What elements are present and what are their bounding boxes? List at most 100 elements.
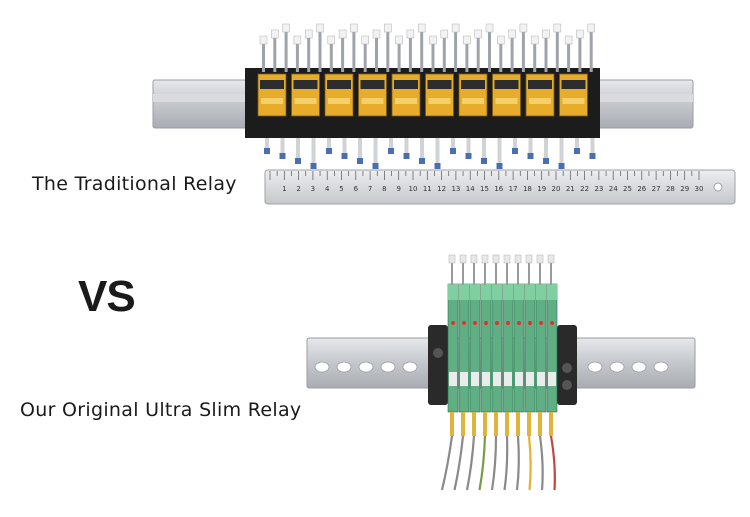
ruler-number: 17: [509, 185, 518, 193]
ruler-number: 20: [552, 185, 561, 193]
top-wire-marker: [429, 35, 437, 45]
traditional-relay-label: The Traditional Relay: [32, 173, 237, 195]
slim-bottom-ferrule: [494, 412, 498, 436]
slim-relay-led: [506, 321, 510, 325]
ruler-number: 6: [354, 185, 359, 193]
ruler-number: 23: [594, 185, 603, 193]
top-wire: [329, 42, 333, 72]
bottom-wire-tip: [465, 153, 472, 159]
slim-relay-cap: [503, 284, 513, 300]
slim-bottom-ferrule: [549, 412, 553, 436]
slim-relay-label: [504, 372, 512, 386]
top-wire-marker: [576, 29, 584, 39]
top-wire: [318, 30, 322, 72]
din-rail-slots: [314, 361, 669, 373]
slim-bottom-wire: [465, 435, 476, 491]
top-wire: [578, 36, 582, 72]
top-wire: [521, 30, 525, 72]
slim-relay-module: [469, 283, 481, 413]
slim-top-marker: [503, 254, 511, 264]
bottom-wire: [544, 138, 548, 162]
slim-top-marker: [459, 254, 467, 264]
top-wire-marker: [474, 29, 482, 39]
top-wire: [499, 42, 503, 72]
ruler-number: 26: [637, 185, 646, 193]
top-wire: [420, 30, 424, 72]
bottom-wire: [404, 138, 409, 157]
bottom-wire: [482, 138, 486, 162]
ruler-number: 21: [566, 185, 575, 193]
top-wire: [476, 36, 480, 72]
vs-label: VS: [78, 272, 136, 321]
top-wire-marker: [497, 35, 505, 45]
top-wire-marker: [508, 29, 516, 39]
traditional-top-wires: [259, 23, 595, 72]
bottom-wire-tip: [434, 163, 441, 169]
ruler-number: 2: [296, 185, 300, 193]
top-wire-marker: [463, 35, 471, 45]
top-wire: [363, 42, 367, 72]
top-wire: [375, 36, 378, 72]
slim-relay-led: [473, 321, 477, 325]
bottom-wire: [373, 138, 378, 167]
bottom-wire: [528, 138, 533, 157]
ruler-body: [264, 169, 736, 205]
top-wire: [465, 42, 469, 72]
top-wire-marker: [395, 35, 403, 45]
top-wire: [307, 36, 311, 72]
slim-bottom-ferrule: [483, 412, 487, 436]
rail-slot: [314, 361, 330, 373]
relay-module-label-strip: [293, 80, 318, 89]
ruler-number: 24: [609, 185, 618, 193]
top-wire-marker: [553, 23, 562, 33]
bottom-wire: [575, 138, 579, 152]
clamp-screw-right-bottom: [562, 380, 572, 390]
bottom-wire-tip: [279, 153, 286, 159]
rail-slot: [609, 361, 625, 373]
slim-relay-led: [528, 321, 532, 325]
slim-relay-label: [471, 372, 479, 386]
slim-relay-module: [480, 283, 492, 413]
bottom-wire-tip: [527, 153, 534, 159]
bottom-wire: [451, 138, 455, 152]
top-wire: [284, 30, 288, 72]
slim-relay-label: [493, 372, 501, 386]
ruler-number: 19: [537, 185, 546, 193]
bottom-wire-tip: [419, 158, 425, 164]
bottom-wire-tip: [574, 148, 580, 154]
top-wire: [262, 42, 265, 72]
top-wire: [386, 30, 390, 72]
top-wire-marker: [350, 23, 358, 33]
relay-module-stripe: [294, 98, 317, 104]
top-wire-marker: [417, 23, 426, 33]
ruler-number: 12: [437, 185, 446, 193]
top-wire-marker: [316, 23, 324, 33]
rail-slot: [587, 361, 603, 373]
top-wire-marker: [519, 23, 528, 33]
ruler-ticks: [269, 171, 700, 180]
slim-relay-cap: [525, 284, 535, 300]
bottom-wire-tip: [341, 153, 348, 159]
slim-top-marker: [536, 254, 544, 264]
slim-relay-wires: [440, 254, 556, 491]
slim-bottom-ferrule: [472, 412, 476, 436]
slim-top-marker: [481, 254, 489, 264]
top-wire-marker: [338, 29, 347, 39]
slim-relay-cap: [459, 284, 469, 300]
top-wire-marker: [384, 23, 392, 33]
top-wire: [488, 30, 491, 72]
top-wire-marker: [530, 35, 539, 45]
slim-bottom-ferrule: [461, 412, 465, 436]
bottom-wire-tip: [450, 148, 456, 154]
top-wire-marker: [451, 23, 460, 33]
slim-relay-module: [502, 283, 514, 413]
top-wire-marker: [271, 29, 279, 39]
slim-top-marker: [514, 254, 522, 264]
slim-top-marker: [492, 254, 500, 264]
relay-module-stripe: [328, 98, 350, 104]
ruler-hang-hole: [713, 182, 723, 192]
top-wire-marker: [406, 29, 415, 39]
slim-relay-cap: [481, 284, 491, 300]
top-wire: [510, 36, 514, 72]
slim-relay-label: [460, 372, 468, 386]
